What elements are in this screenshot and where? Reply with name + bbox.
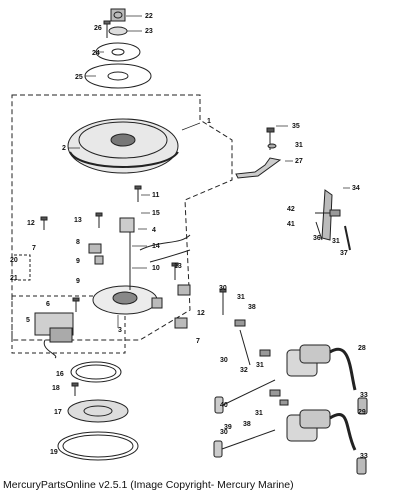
part-label-30: 30 — [219, 285, 227, 292]
part-label-38: 38 — [248, 304, 256, 311]
part-label-17: 17 — [54, 409, 62, 416]
assembly-boundary — [11, 94, 233, 341]
part-label-34: 34 — [352, 185, 360, 192]
part-label-24: 24 — [92, 50, 100, 57]
part-label-1: 1 — [207, 118, 211, 125]
part-label-14: 14 — [152, 243, 160, 250]
sub-assembly-boundary — [11, 295, 126, 354]
bracket-34 — [315, 189, 351, 251]
part-label-33: 33 — [360, 453, 368, 460]
part-label-30: 30 — [220, 357, 228, 364]
part-label-40: 40 — [220, 402, 228, 409]
screw-icon — [40, 127, 275, 396]
part-label-6: 6 — [46, 301, 50, 308]
stator-plate-icon — [88, 217, 191, 329]
part-label-31: 31 — [256, 362, 264, 369]
leader-lines — [68, 15, 350, 328]
ignition-coil-2 — [286, 409, 357, 451]
throttle-lever-icon — [235, 143, 282, 179]
part-label-16: 16 — [56, 371, 64, 378]
terminal-wires — [213, 319, 289, 458]
part-label-9: 9 — [76, 278, 80, 285]
part-label-31: 31 — [295, 142, 303, 149]
part-label-25: 25 — [75, 74, 83, 81]
part-label-13: 13 — [74, 217, 82, 224]
nut-22 — [110, 8, 126, 22]
plate-17 — [67, 399, 129, 423]
part-label-31: 31 — [255, 410, 263, 417]
part-label-30: 30 — [220, 429, 228, 436]
part-label-10: 10 — [152, 265, 160, 272]
part-label-21: 21 — [10, 275, 18, 282]
ring-19 — [57, 431, 139, 461]
part-label-23: 23 — [145, 28, 153, 35]
part-label-7: 7 — [32, 245, 36, 252]
part-label-29: 29 — [358, 409, 366, 416]
spark-plug-boot-icon — [356, 397, 368, 475]
leader-dash-21 — [14, 254, 31, 281]
copyright-footer: MercuryPartsOnline v2.5.1 (Image Copyrig… — [3, 479, 294, 491]
part-label-22: 22 — [145, 13, 153, 20]
part-label-11: 11 — [152, 192, 160, 199]
flywheel-icon — [67, 118, 179, 174]
ignition-coil-icon — [286, 344, 357, 391]
part-label-32: 32 — [240, 367, 248, 374]
washer-23 — [108, 26, 128, 36]
part-label-18: 18 — [52, 385, 60, 392]
part-label-3: 3 — [118, 327, 122, 334]
part-label-37: 37 — [340, 250, 348, 257]
part-label-27: 27 — [295, 158, 303, 165]
part-label-2: 2 — [62, 145, 66, 152]
part-label-12: 12 — [197, 310, 205, 317]
part-label-39: 39 — [224, 424, 232, 431]
part-label-4: 4 — [152, 227, 156, 234]
part-label-7: 7 — [196, 338, 200, 345]
part-label-19: 19 — [50, 449, 58, 456]
part-labels: 1234567789910111212131314151617181920212… — [10, 13, 368, 460]
coil-pack — [34, 312, 74, 359]
part-label-42: 42 — [287, 206, 295, 213]
part-label-26: 26 — [94, 25, 102, 32]
part-label-35: 35 — [292, 123, 300, 130]
part-label-28: 28 — [358, 345, 366, 352]
part-label-38: 38 — [243, 421, 251, 428]
part-label-41: 41 — [287, 221, 295, 228]
part-label-33: 33 — [360, 392, 368, 399]
part-label-8: 8 — [76, 239, 80, 246]
part-label-15: 15 — [152, 210, 160, 217]
part-label-31: 31 — [237, 294, 245, 301]
part-label-9: 9 — [76, 258, 80, 265]
part-label-13: 13 — [174, 263, 182, 270]
part-label-5: 5 — [26, 317, 30, 324]
part-label-12: 12 — [27, 220, 35, 227]
part-label-31: 31 — [332, 238, 340, 245]
ring-16 — [70, 361, 122, 383]
part-label-20: 20 — [10, 257, 18, 264]
part-label-36: 36 — [313, 235, 321, 242]
